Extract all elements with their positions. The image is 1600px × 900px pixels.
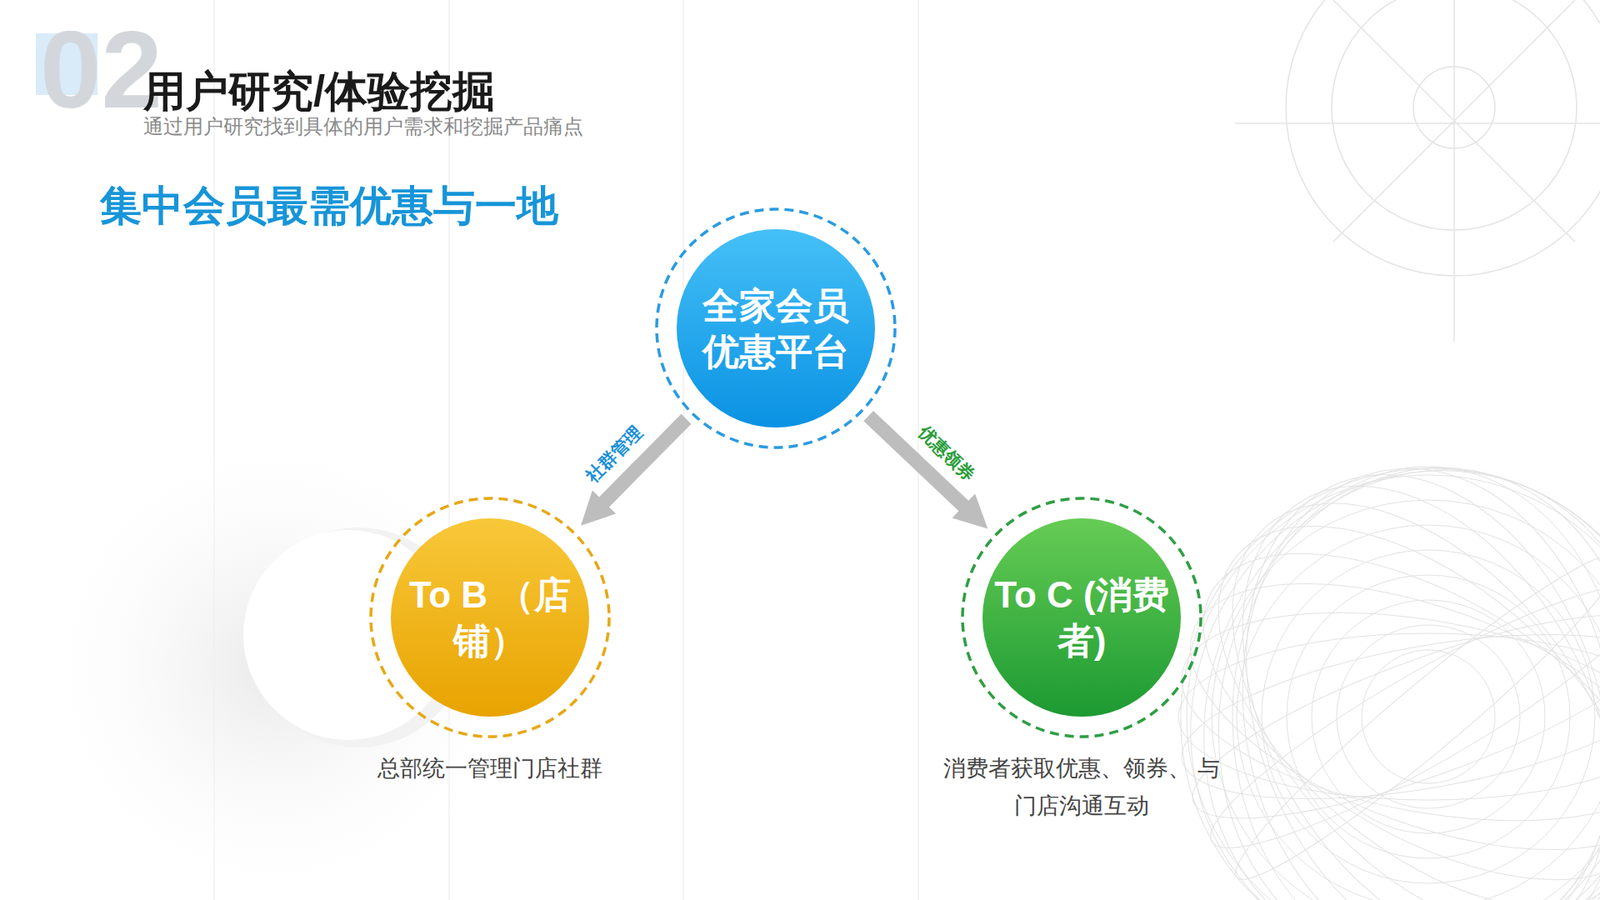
circle-shape xyxy=(369,496,611,739)
filled-circle xyxy=(676,229,875,428)
section-heading: 集中会员最需优惠与一地 xyxy=(100,185,559,227)
circle-node: To B （店铺）总部统一管理门店社群 xyxy=(369,496,611,739)
circle-content: To B （店铺） xyxy=(369,496,611,739)
dashed-ring xyxy=(656,209,895,448)
filled-circle xyxy=(982,518,1181,717)
circle-node: 全家会员 优惠平台 xyxy=(655,207,897,450)
dashed-ring xyxy=(962,498,1201,737)
node-description: 总部统一管理门店社群 xyxy=(348,750,632,788)
circle-node: To C (消费者)消费者获取优惠、领券、 与门店沟通互动 xyxy=(960,496,1203,739)
circle-content: To C (消费者) xyxy=(960,496,1203,739)
circle-shape xyxy=(960,496,1203,739)
target-lines xyxy=(1235,0,1600,342)
dashed-ring xyxy=(370,498,610,737)
subtitle: 通过用户研究找到具体的用户需求和挖掘产品痛点 xyxy=(143,116,584,137)
circle-label: 全家会员 优惠平台 xyxy=(688,282,864,375)
node-description: 消费者获取优惠、领券、 与门店沟通互动 xyxy=(940,750,1224,825)
circle-label: To B （店铺） xyxy=(402,571,578,664)
slide-title: 用户研究/体验挖掘 xyxy=(143,63,495,121)
filled-circle xyxy=(390,518,590,717)
circle-shape xyxy=(655,207,897,450)
circle-content: 全家会员 优惠平台 xyxy=(655,207,897,450)
circle-label: To C (消费者) xyxy=(994,571,1170,664)
